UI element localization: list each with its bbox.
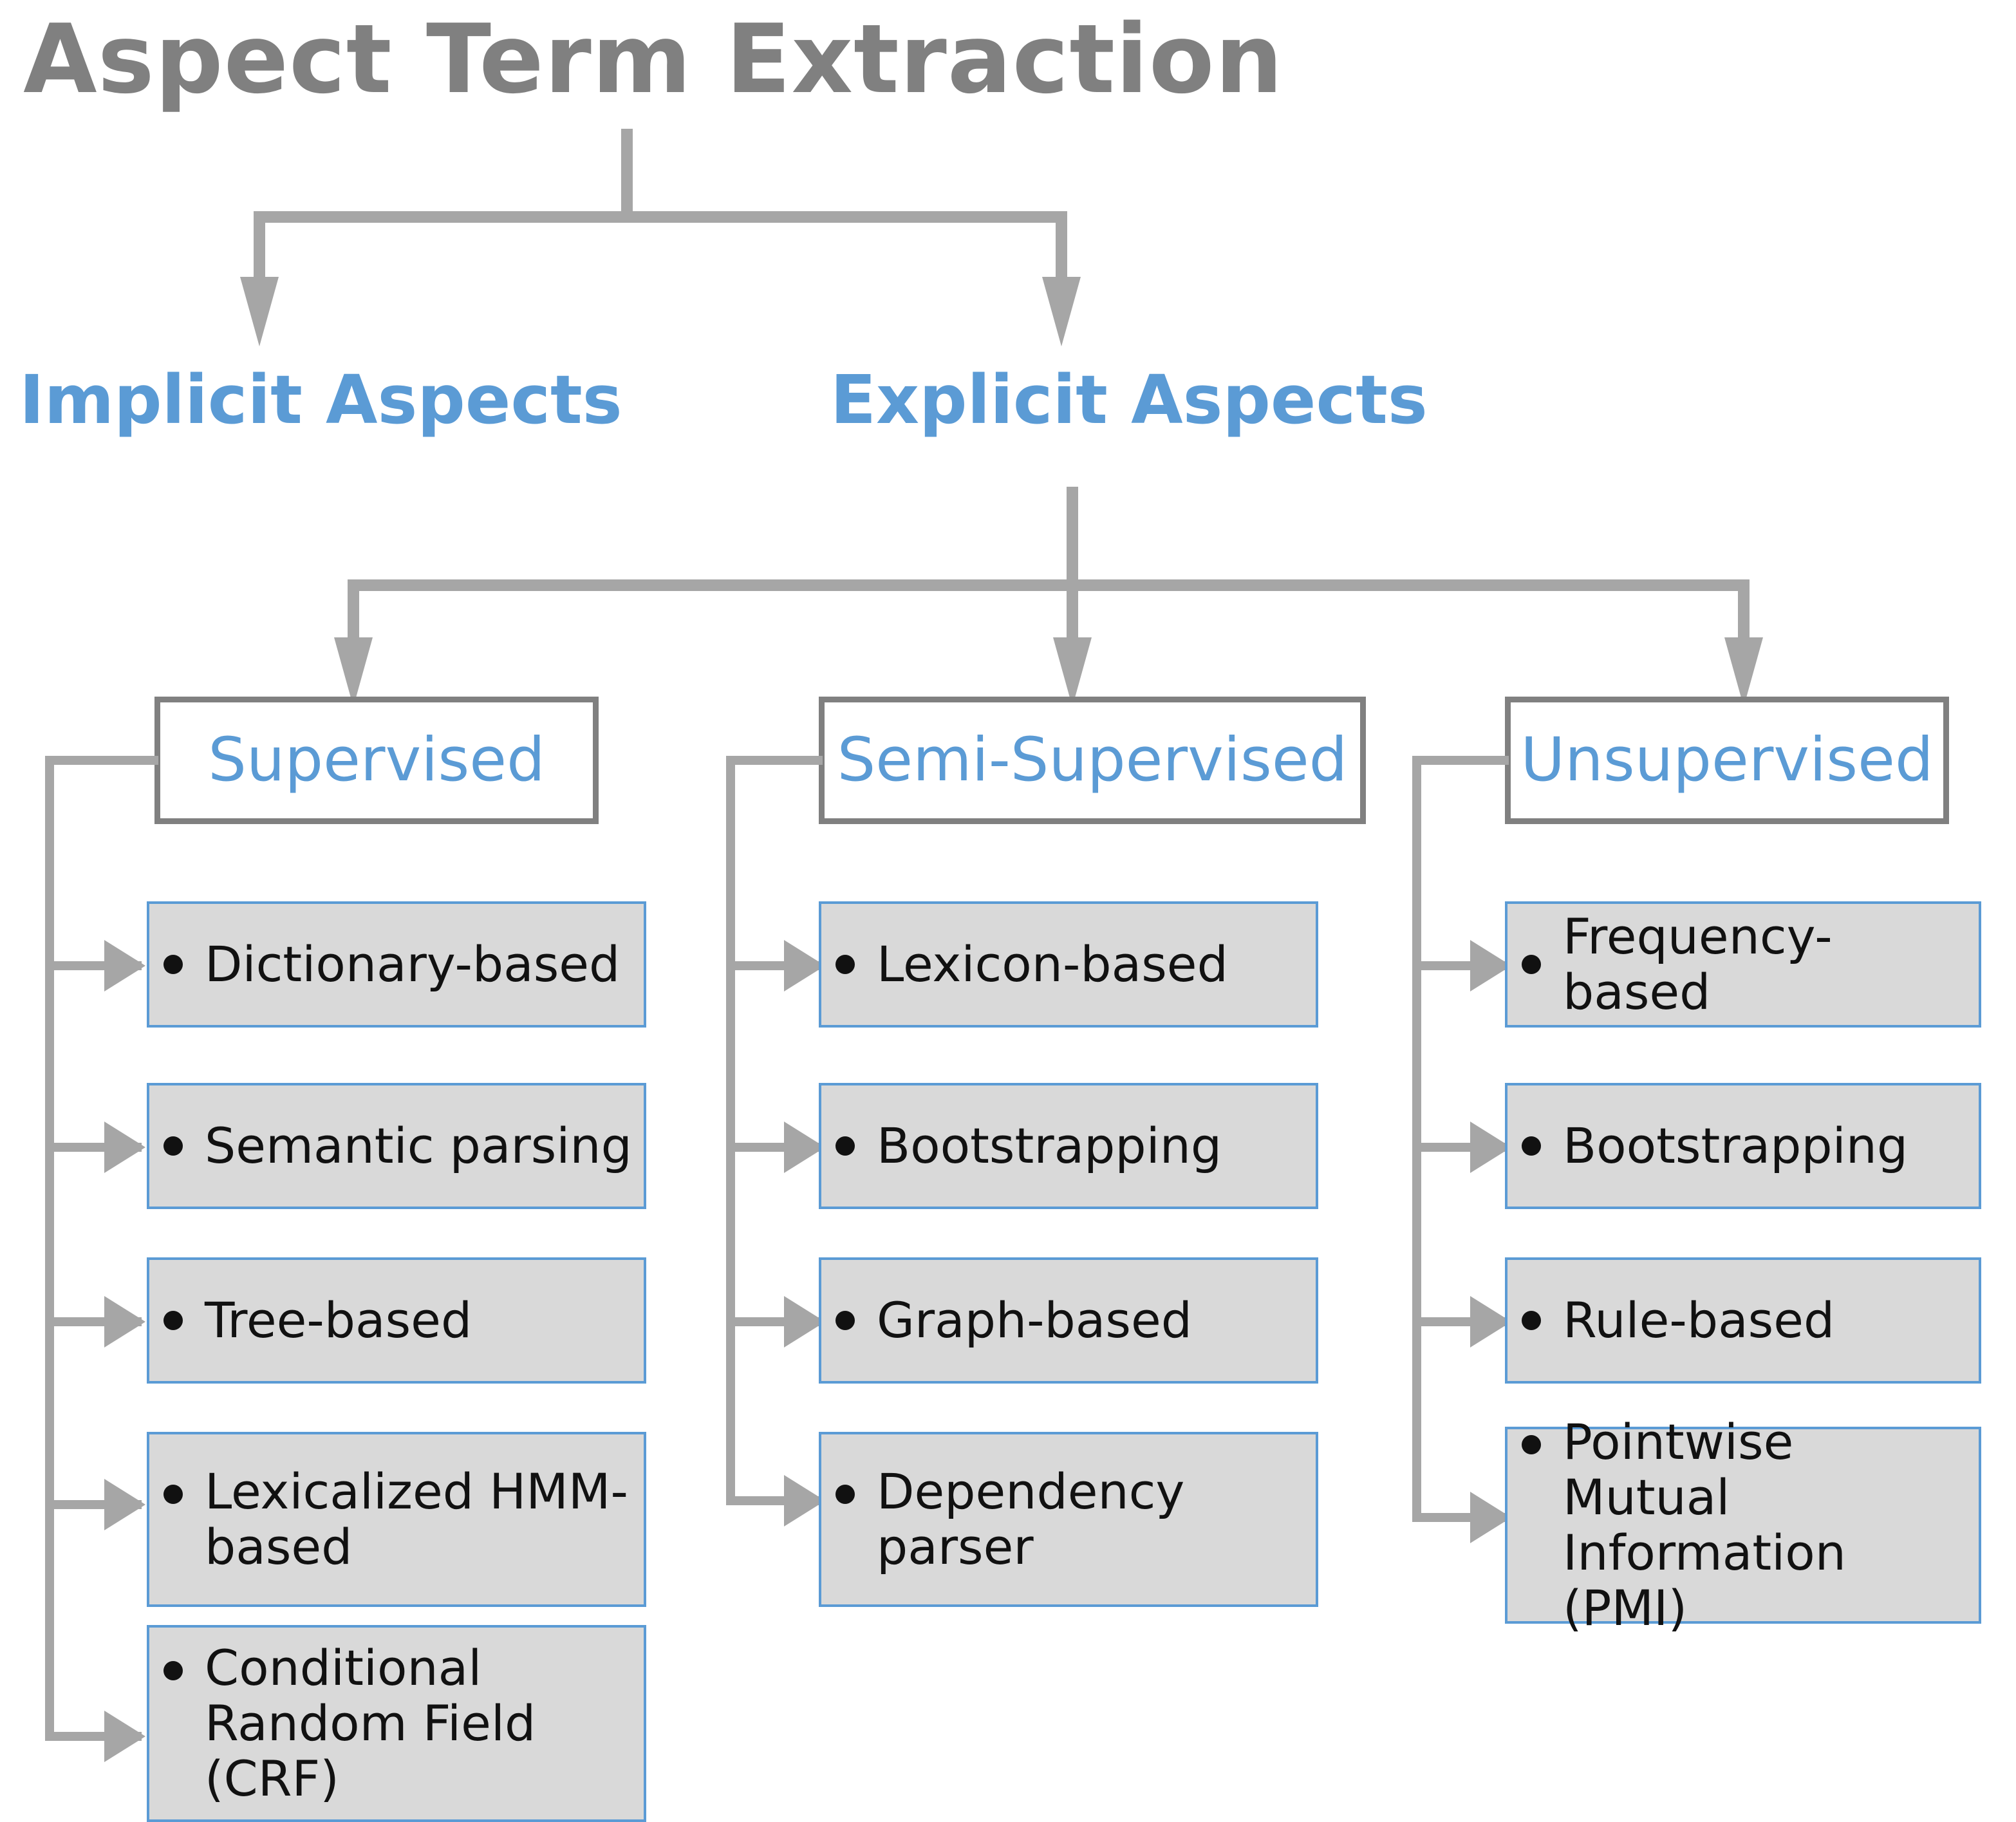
- bullet-icon: [1522, 1435, 1541, 1455]
- category-box-semi-supervised[interactable]: Semi-Supervised: [819, 697, 1366, 824]
- leaf-box-rule-based[interactable]: Rule-based: [1505, 1257, 1981, 1384]
- bullet-icon: [835, 955, 855, 974]
- leaf-box-bootstrapping-unsup[interactable]: Bootstrapping: [1505, 1083, 1981, 1209]
- connector-col3-bus-top: [1412, 756, 1509, 765]
- arrowhead-col1-item2: [104, 1122, 145, 1173]
- leaf-label: Dictionary-based: [205, 935, 621, 993]
- leaf-label: Semantic parsing: [205, 1117, 632, 1175]
- connector-col2-bus-top: [726, 756, 823, 765]
- arrowhead-col3-item1: [1470, 940, 1511, 991]
- arrowhead-col1-item4: [104, 1479, 145, 1530]
- connector-implicit-drop: [254, 211, 265, 288]
- arrowhead-implicit: [240, 277, 279, 346]
- category-label-unsupervised: Unsupervised: [1520, 725, 1934, 795]
- leaf-box-tree-based[interactable]: Tree-based: [147, 1257, 646, 1384]
- arrowhead-col3: [1724, 637, 1763, 707]
- arrowhead-col3-item2: [1470, 1122, 1511, 1173]
- category-box-supervised[interactable]: Supervised: [154, 697, 599, 824]
- arrowhead-col3-item4: [1470, 1492, 1511, 1543]
- bullet-icon: [835, 1311, 855, 1330]
- leaf-label: Dependency parser: [877, 1463, 1185, 1575]
- bullet-icon: [163, 1661, 183, 1681]
- bullet-icon: [163, 1311, 183, 1330]
- arrowhead-col2-item3: [784, 1296, 825, 1348]
- page-title: Aspect Term Extraction: [23, 4, 1283, 115]
- leaf-box-graph-based[interactable]: Graph-based: [819, 1257, 1318, 1384]
- arrowhead-col2-item1: [784, 940, 825, 991]
- bullet-icon: [835, 1136, 855, 1156]
- arrowhead-col2: [1053, 637, 1092, 707]
- category-label-semi-supervised: Semi-Supervised: [837, 725, 1348, 795]
- leaf-label: Bootstrapping: [1563, 1117, 1909, 1175]
- connector-root-bar: [254, 211, 1065, 223]
- bullet-icon: [163, 1485, 183, 1505]
- leaf-label: Rule-based: [1563, 1291, 1835, 1349]
- arrowhead-col1: [334, 637, 373, 707]
- bullet-icon: [163, 955, 183, 974]
- connector-root-stem: [621, 129, 633, 219]
- leaf-label: Lexicon-based: [877, 935, 1228, 993]
- connector-col2-bus: [726, 756, 735, 1505]
- bullet-icon: [1522, 1136, 1541, 1156]
- category-box-unsupervised[interactable]: Unsupervised: [1505, 697, 1949, 824]
- connector-col3-bus: [1412, 756, 1421, 1522]
- leaf-label: Graph-based: [877, 1291, 1192, 1349]
- bullet-icon: [1522, 955, 1541, 974]
- arrowhead-col2-item4: [784, 1475, 825, 1526]
- leaf-label: Lexicalized HMM-based: [205, 1463, 628, 1575]
- category-label-supervised: Supervised: [208, 725, 545, 795]
- leaf-label: Bootstrapping: [877, 1117, 1222, 1175]
- connector-col1-bus-top: [45, 756, 158, 765]
- leaf-box-semantic-parsing[interactable]: Semantic parsing: [147, 1083, 646, 1209]
- arrowhead-col3-item3: [1470, 1296, 1511, 1348]
- label-explicit-aspects: Explicit Aspects: [830, 361, 1428, 439]
- arrowhead-explicit: [1042, 277, 1081, 346]
- leaf-box-frequency-based[interactable]: Frequency-based: [1505, 901, 1981, 1028]
- bullet-icon: [835, 1485, 855, 1505]
- leaf-label: Tree-based: [205, 1291, 472, 1349]
- connector-explicit-stem: [1067, 487, 1078, 586]
- arrowhead-col1-item5: [104, 1711, 145, 1762]
- bullet-icon: [163, 1136, 183, 1156]
- leaf-box-pointwise-mutual-information[interactable]: Pointwise Mutual Information (PMI): [1505, 1414, 1981, 1635]
- leaf-box-lexicon-based[interactable]: Lexicon-based: [819, 901, 1318, 1028]
- leaf-box-bootstrapping-semi[interactable]: Bootstrapping: [819, 1083, 1318, 1209]
- connector-columns-bar: [348, 579, 1748, 591]
- arrowhead-col1-item1: [104, 940, 145, 991]
- leaf-box-dependency-parser[interactable]: Dependency parser: [819, 1432, 1318, 1607]
- leaf-box-conditional-random-field[interactable]: Conditional Random Field (CRF): [147, 1625, 646, 1822]
- connector-explicit-drop: [1056, 211, 1067, 288]
- connector-col1-bus: [45, 756, 54, 1741]
- label-implicit-aspects: Implicit Aspects: [19, 361, 622, 439]
- leaf-label: Conditional Random Field (CRF): [205, 1639, 536, 1807]
- leaf-box-lexicalized-hmm-based[interactable]: Lexicalized HMM-based: [147, 1432, 646, 1607]
- leaf-label: Pointwise Mutual Information (PMI): [1563, 1413, 1846, 1637]
- arrowhead-col2-item2: [784, 1122, 825, 1173]
- bullet-icon: [1522, 1311, 1541, 1330]
- leaf-label: Frequency-based: [1563, 908, 1833, 1020]
- arrowhead-col1-item3: [104, 1296, 145, 1348]
- leaf-box-dictionary-based[interactable]: Dictionary-based: [147, 901, 646, 1028]
